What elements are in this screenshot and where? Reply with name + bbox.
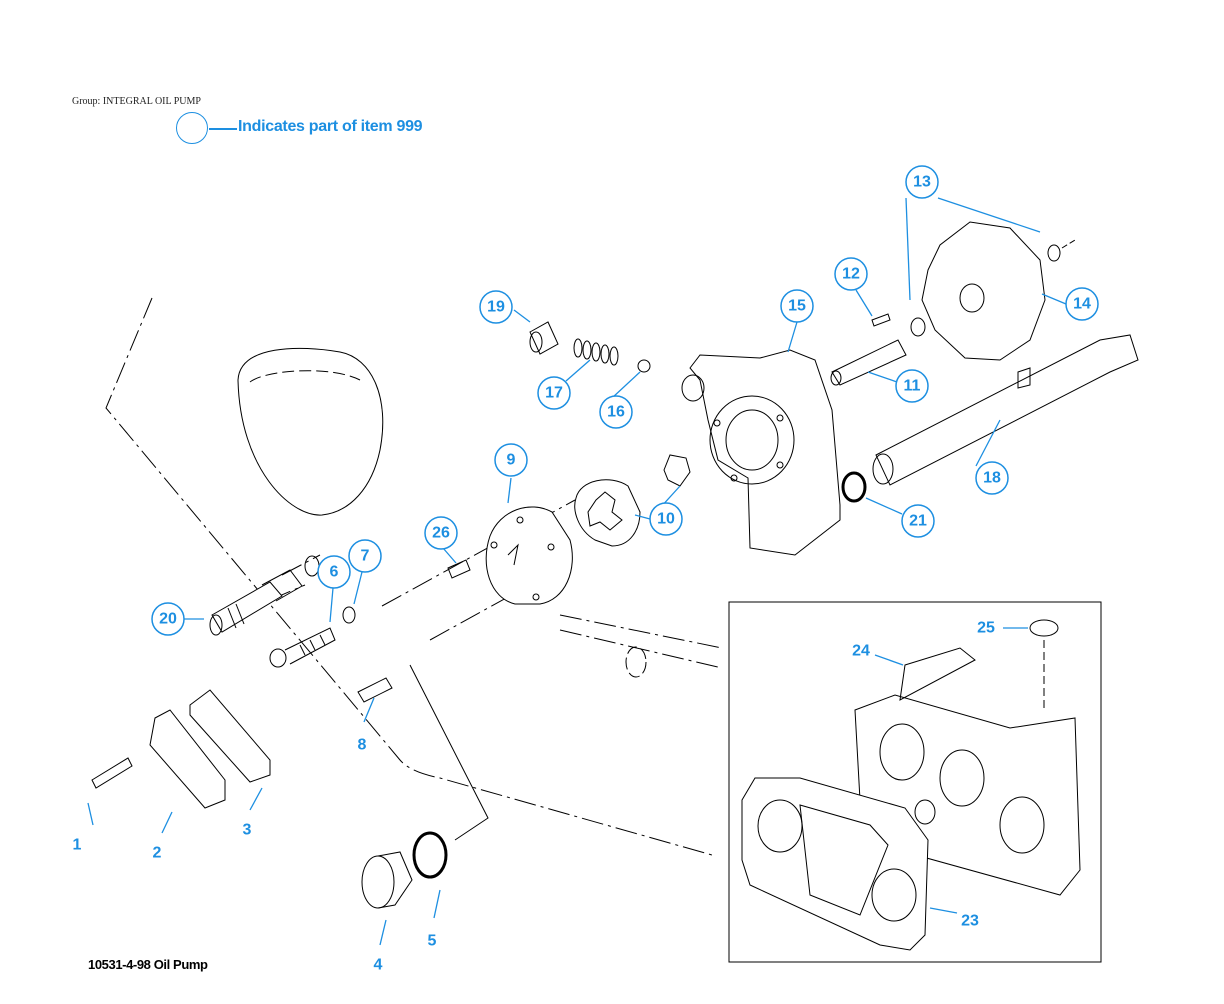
callout-5: 5: [428, 933, 437, 950]
callout-circle-9: [494, 443, 528, 477]
shaft-axis: [1061, 239, 1076, 249]
part-17-spring: [573, 338, 619, 366]
callout-7: 7: [361, 548, 370, 565]
callout-14: 14: [1073, 296, 1091, 313]
part-20-sleeve: [209, 569, 303, 636]
part-21-oring: [841, 471, 867, 503]
part-6-bolt: [269, 627, 336, 668]
callout-circle-16: [599, 395, 633, 429]
callout-21: 21: [909, 513, 927, 530]
part-26-dowel: [447, 559, 471, 579]
callout-18: 18: [983, 470, 1001, 487]
legend-leader-line: [209, 128, 237, 130]
part-25-plug: [1029, 619, 1059, 637]
callout-2: 2: [153, 845, 162, 862]
callout-circles: [151, 165, 1099, 636]
callout-circle-19: [479, 290, 513, 324]
callout-12: 12: [842, 266, 860, 283]
part-2-plate: [149, 709, 226, 809]
callout-circle-14: [1065, 287, 1099, 321]
callout-circle-17: [537, 376, 571, 410]
part-1-capscrew: [91, 757, 133, 789]
part-12-key: [871, 313, 891, 327]
callout-11: 11: [904, 378, 921, 395]
part-13-snapring-b: [1047, 244, 1061, 262]
part-14-gear: [921, 221, 1046, 361]
callout-4: 4: [374, 957, 383, 974]
callout-circle-18: [975, 461, 1009, 495]
part-3-gasket: [189, 689, 271, 783]
legend-text: Indicates part of item 999: [238, 118, 423, 135]
callout-circle-11: [895, 369, 929, 403]
part-13-snapring-a: [910, 317, 926, 337]
part-9-cover: [485, 506, 573, 605]
leader-lines: [87, 197, 1067, 946]
housing-bore-inner: [249, 370, 361, 383]
part-11-shaft: [830, 339, 907, 386]
callout-circle-15: [780, 289, 814, 323]
part-16-ball: [637, 359, 651, 373]
callout-24: 24: [852, 643, 870, 660]
figure-caption: 10531-4-98 Oil Pump: [88, 957, 208, 972]
callout-26: 26: [432, 525, 450, 542]
callout-16: 16: [607, 404, 625, 421]
callout-25: 25: [977, 620, 995, 637]
callout-19: 19: [487, 299, 505, 316]
callout-circle-12: [834, 257, 868, 291]
callout-1: 1: [73, 837, 82, 854]
callout-10: 10: [657, 511, 675, 528]
callout-15: 15: [788, 298, 806, 315]
callout-17: 17: [545, 385, 563, 402]
part-19-plug: [529, 321, 559, 355]
callout-circle-6: [317, 555, 351, 589]
part-15-pump-body: [681, 349, 841, 556]
part-23-gasket: [741, 777, 929, 951]
leader-5-bracket: [409, 664, 489, 841]
port-outline: [625, 646, 647, 678]
part-20-ring: [304, 555, 320, 577]
part-18-tube: [872, 334, 1139, 486]
callout-13: 13: [913, 174, 931, 191]
legend-circle-icon: [176, 112, 208, 144]
callout-20: 20: [159, 611, 177, 628]
callout-23: 23: [961, 913, 979, 930]
housing-phantom-outline: [105, 297, 723, 856]
callout-circle-21: [901, 504, 935, 538]
callout-3: 3: [243, 822, 252, 839]
part-10-rotor: [574, 454, 691, 547]
part-5-oring: [412, 831, 448, 879]
part-7-washer: [342, 606, 356, 624]
housing-bore-ring: [237, 347, 384, 516]
callout-circle-20: [151, 602, 185, 636]
group-label: Group: INTEGRAL OIL PUMP: [72, 96, 201, 107]
callout-9: 9: [507, 452, 516, 469]
detail-inset-frame: [728, 601, 1102, 963]
callout-circle-10: [649, 502, 683, 536]
callout-circle-13: [905, 165, 939, 199]
callout-labels: 6 7 9 10 11 12 13 14 15 16 17 18 19 20 2…: [73, 174, 1091, 974]
callout-circle-7: [348, 539, 382, 573]
callout-8: 8: [358, 737, 367, 754]
part-4-plug: [361, 851, 413, 909]
callout-6: 6: [330, 564, 339, 581]
part-8-pin: [357, 677, 393, 703]
callout-circle-26: [424, 516, 458, 550]
